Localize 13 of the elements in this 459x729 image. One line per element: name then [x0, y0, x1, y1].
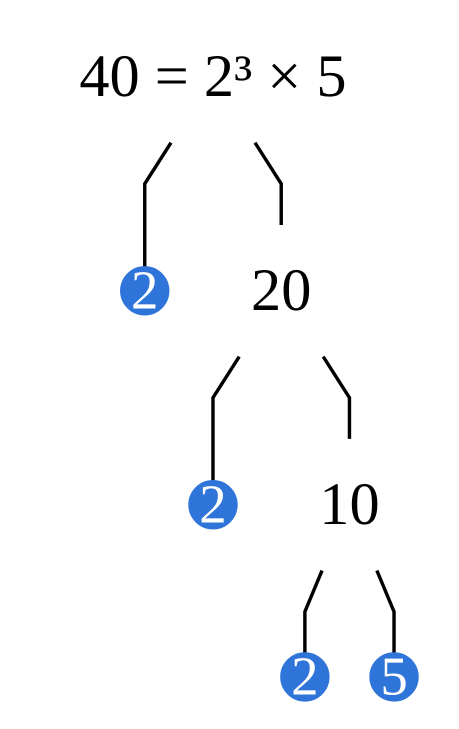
connector	[254, 142, 283, 225]
node-circle: 5	[369, 652, 419, 702]
node-circle: 2	[120, 266, 170, 316]
node-text: 40 = 2³ × 5	[79, 42, 347, 110]
node-circle: 2	[280, 652, 330, 702]
node-circle: 2	[188, 480, 238, 530]
connector	[211, 356, 241, 481]
connector	[322, 356, 352, 439]
connector	[375, 570, 396, 653]
node-text: 20	[251, 256, 312, 324]
connector	[143, 142, 172, 267]
node-text: 10	[319, 470, 380, 538]
connector	[303, 570, 324, 653]
